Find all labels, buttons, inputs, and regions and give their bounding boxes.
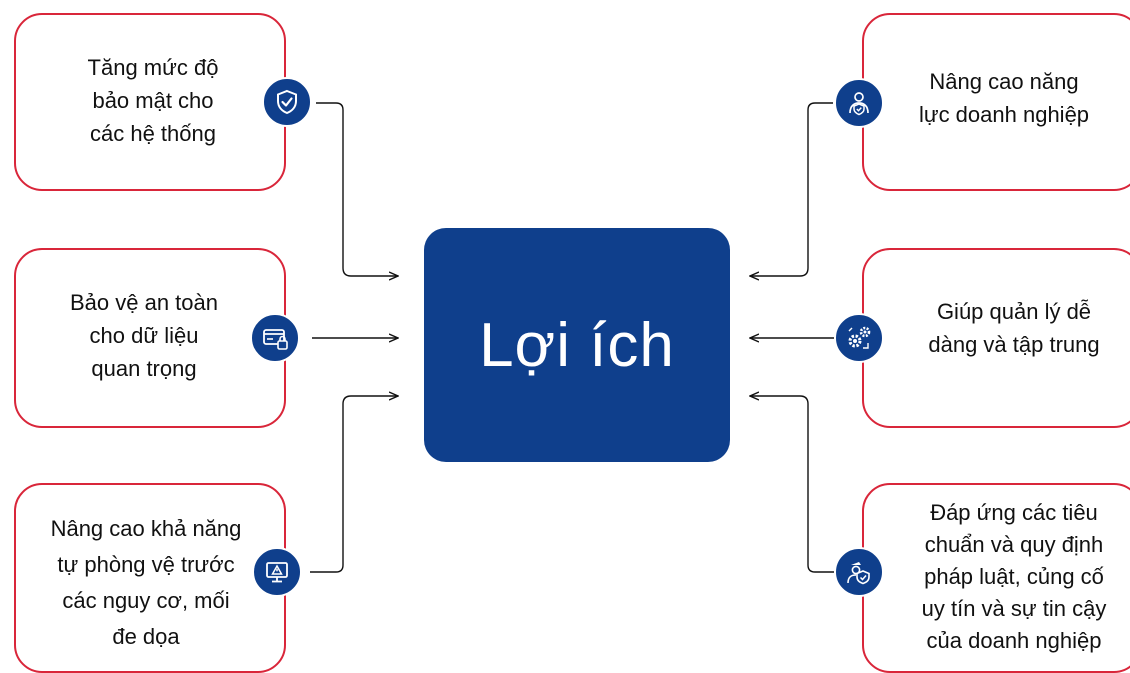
connector-self-defense bbox=[310, 396, 398, 573]
user-shield-icon bbox=[834, 78, 884, 128]
monitor-warning-icon bbox=[252, 547, 302, 597]
officer-badge-icon bbox=[834, 547, 884, 597]
benefit-text: Tăng mức độ bảo mật cho các hệ thống bbox=[87, 55, 219, 146]
benefit-card-easy-management: Giúp quản lý dễ dàng và tập trung bbox=[862, 248, 1130, 428]
connector-security bbox=[316, 102, 398, 276]
center-title: Lợi ích bbox=[479, 310, 675, 380]
card-lock-icon bbox=[250, 313, 300, 363]
benefit-text: Bảo vệ an toàn cho dữ liệu quan trọng bbox=[69, 290, 218, 381]
benefit-card-enterprise-capacity: Nâng cao năng lực doanh nghiệp bbox=[862, 13, 1130, 191]
benefit-text: Nâng cao khả năng tự phòng vệ trước các … bbox=[50, 516, 242, 649]
connector-lines bbox=[310, 102, 834, 573]
benefit-card-security: Tăng mức độ bảo mật cho các hệ thống bbox=[14, 13, 286, 191]
center-node: Lợi ích bbox=[424, 228, 730, 462]
benefit-card-self-defense: Nâng cao khả năng tự phòng vệ trước các … bbox=[14, 483, 286, 673]
benefit-text: Giúp quản lý dễ dàng và tập trung bbox=[928, 299, 1100, 357]
connector-compliance bbox=[750, 396, 834, 573]
gears-icon bbox=[834, 313, 884, 363]
benefit-text: Đáp ứng các tiêu chuẩn và quy định pháp … bbox=[921, 500, 1107, 653]
benefit-card-compliance: Đáp ứng các tiêu chuẩn và quy định pháp … bbox=[862, 483, 1130, 673]
shield-check-icon bbox=[262, 77, 312, 127]
benefit-text: Nâng cao năng lực doanh nghiệp bbox=[918, 69, 1090, 127]
connector-enterprise-capacity bbox=[750, 102, 833, 276]
benefit-card-data-protection: Bảo vệ an toàn cho dữ liệu quan trọng bbox=[14, 248, 286, 428]
